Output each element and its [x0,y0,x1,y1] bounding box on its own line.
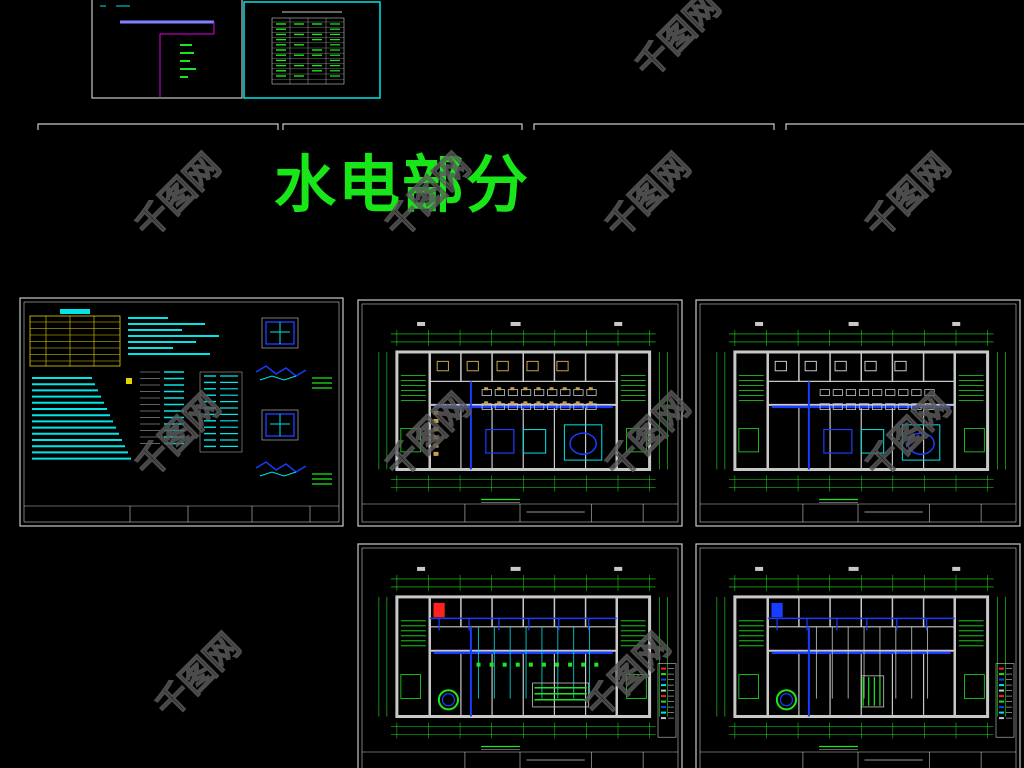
sheet-drawing-list[interactable] [243,1,381,99]
sheet-floor-plan-3[interactable] [357,543,683,768]
sheet-floor-plan-1[interactable] [357,299,683,527]
sheet-floor-plan-2[interactable] [695,299,1021,527]
section-title: 水电部分 [274,148,530,221]
sheet-cover-index[interactable] [91,0,243,99]
sheet-floor-plan-4[interactable] [695,543,1021,768]
sheet-design-notes[interactable] [19,297,344,527]
sheet-divider-bars [37,123,1024,130]
